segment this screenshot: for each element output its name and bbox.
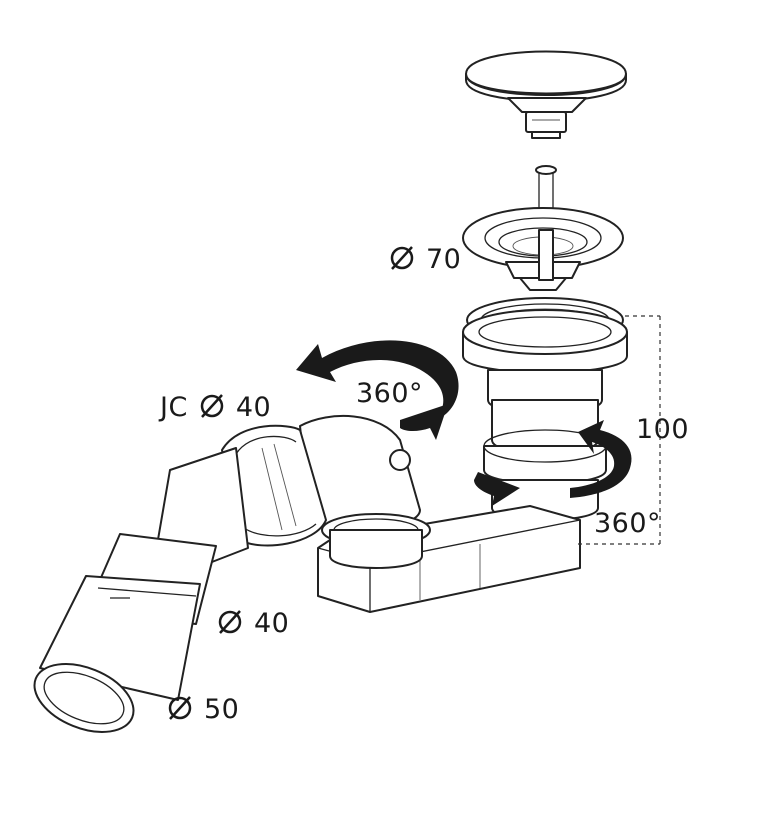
pipe-outer-diameter-label: 50 bbox=[166, 694, 239, 725]
rotation-arrow-top bbox=[296, 340, 459, 440]
cap-diameter-label: 70 bbox=[388, 244, 461, 275]
cap-diameter-value: 70 bbox=[426, 244, 462, 275]
pipe-inner-diameter-value: 40 bbox=[254, 608, 290, 639]
diameter-icon bbox=[216, 608, 244, 636]
diameter-icon bbox=[198, 392, 226, 420]
rotation-bottom-label: 360° bbox=[594, 508, 662, 539]
diagonal-pipe bbox=[33, 447, 249, 733]
outlet-code: JC bbox=[160, 392, 188, 423]
diameter-icon bbox=[166, 694, 194, 722]
drain-cap bbox=[465, 50, 627, 139]
pipe-outer-diameter-value: 50 bbox=[204, 694, 240, 725]
outlet-diameter-label: JC 40 bbox=[160, 392, 271, 423]
height-label: 100 bbox=[636, 414, 690, 445]
outlet-diameter-value: 40 bbox=[235, 392, 272, 423]
height-dimension bbox=[578, 315, 661, 545]
elbow-outlet bbox=[221, 415, 431, 569]
diameter-icon bbox=[388, 244, 416, 272]
pipe-inner-diameter-label: 40 bbox=[216, 608, 289, 639]
rotation-arrow-bottom bbox=[474, 420, 632, 506]
strainer bbox=[462, 207, 624, 291]
rotation-top-label: 360° bbox=[356, 378, 424, 409]
